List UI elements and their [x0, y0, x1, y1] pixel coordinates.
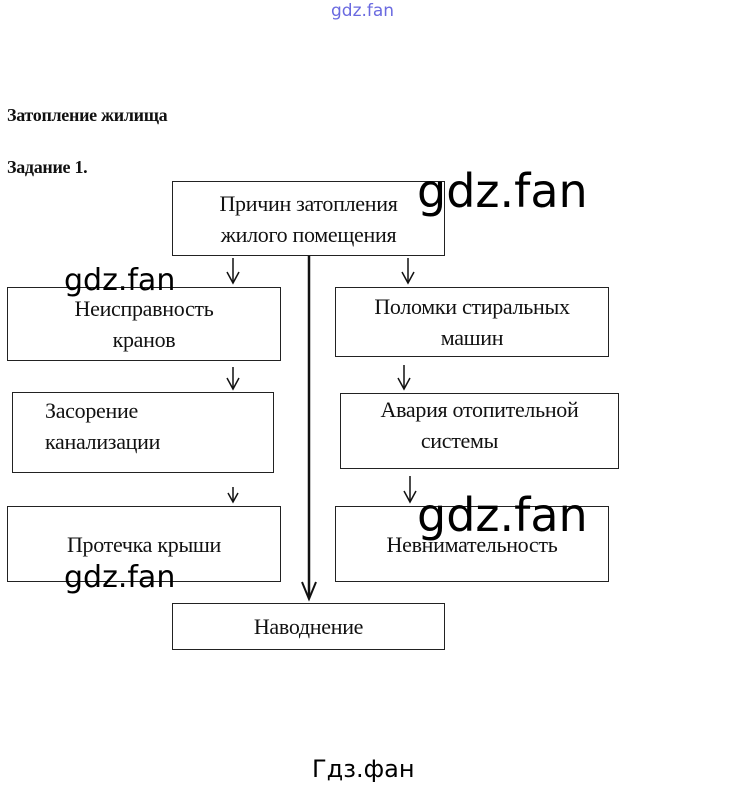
root-cause-box: Причин затопления жилого помещения: [172, 181, 445, 256]
box-text: Неисправность: [74, 296, 214, 321]
watermark: gdz.fan: [64, 263, 176, 298]
arrow-down-icon: [226, 258, 240, 285]
result-box-flood: Наводнение: [172, 603, 445, 650]
box-text: кранов: [112, 327, 176, 352]
cause-box-sewer-clog: Засорение канализации: [12, 392, 274, 473]
arrow-down-icon: [403, 476, 417, 504]
cause-box-faulty-taps: Неисправность кранов: [7, 287, 281, 361]
arrow-down-icon: [401, 258, 415, 285]
cause-box-roof-leak: Протечка крыши: [7, 506, 281, 582]
box-text: канализации: [45, 429, 161, 454]
box-text: машин: [440, 325, 504, 350]
box-text: системы: [420, 428, 499, 453]
watermark-top: gdz.fan: [331, 1, 395, 21]
root-line-1: Причин затопления: [219, 190, 398, 216]
box-text: Невнимательность: [386, 531, 558, 557]
root-line-2: жилого помещения: [220, 221, 397, 247]
cause-box-heating-failure: Авария отопительной системы: [340, 393, 619, 469]
arrow-down-icon: [226, 367, 240, 391]
watermark-footer: Гдз.фан: [312, 755, 415, 783]
cause-box-inattention: Невнимательность: [335, 506, 609, 582]
page-title: Затопление жилища: [7, 105, 168, 125]
cause-box-washing-machine: Поломки стиральных машин: [335, 287, 609, 357]
box-text: Засорение: [45, 398, 138, 423]
arrow-down-icon: [227, 487, 239, 504]
task-heading: Задание 1.: [7, 157, 88, 177]
watermark: gdz.fan: [64, 560, 176, 595]
box-text: Поломки стиральных: [374, 294, 570, 319]
box-text: Авария отопительной: [380, 397, 579, 422]
main-arrowhead: [301, 581, 317, 602]
arrow-down-icon: [397, 365, 411, 391]
watermark: gdz.fan: [417, 164, 588, 218]
box-text: Протечка крыши: [66, 531, 222, 557]
watermark: gdz.fan: [417, 488, 588, 542]
box-text: Наводнение: [253, 614, 364, 639]
